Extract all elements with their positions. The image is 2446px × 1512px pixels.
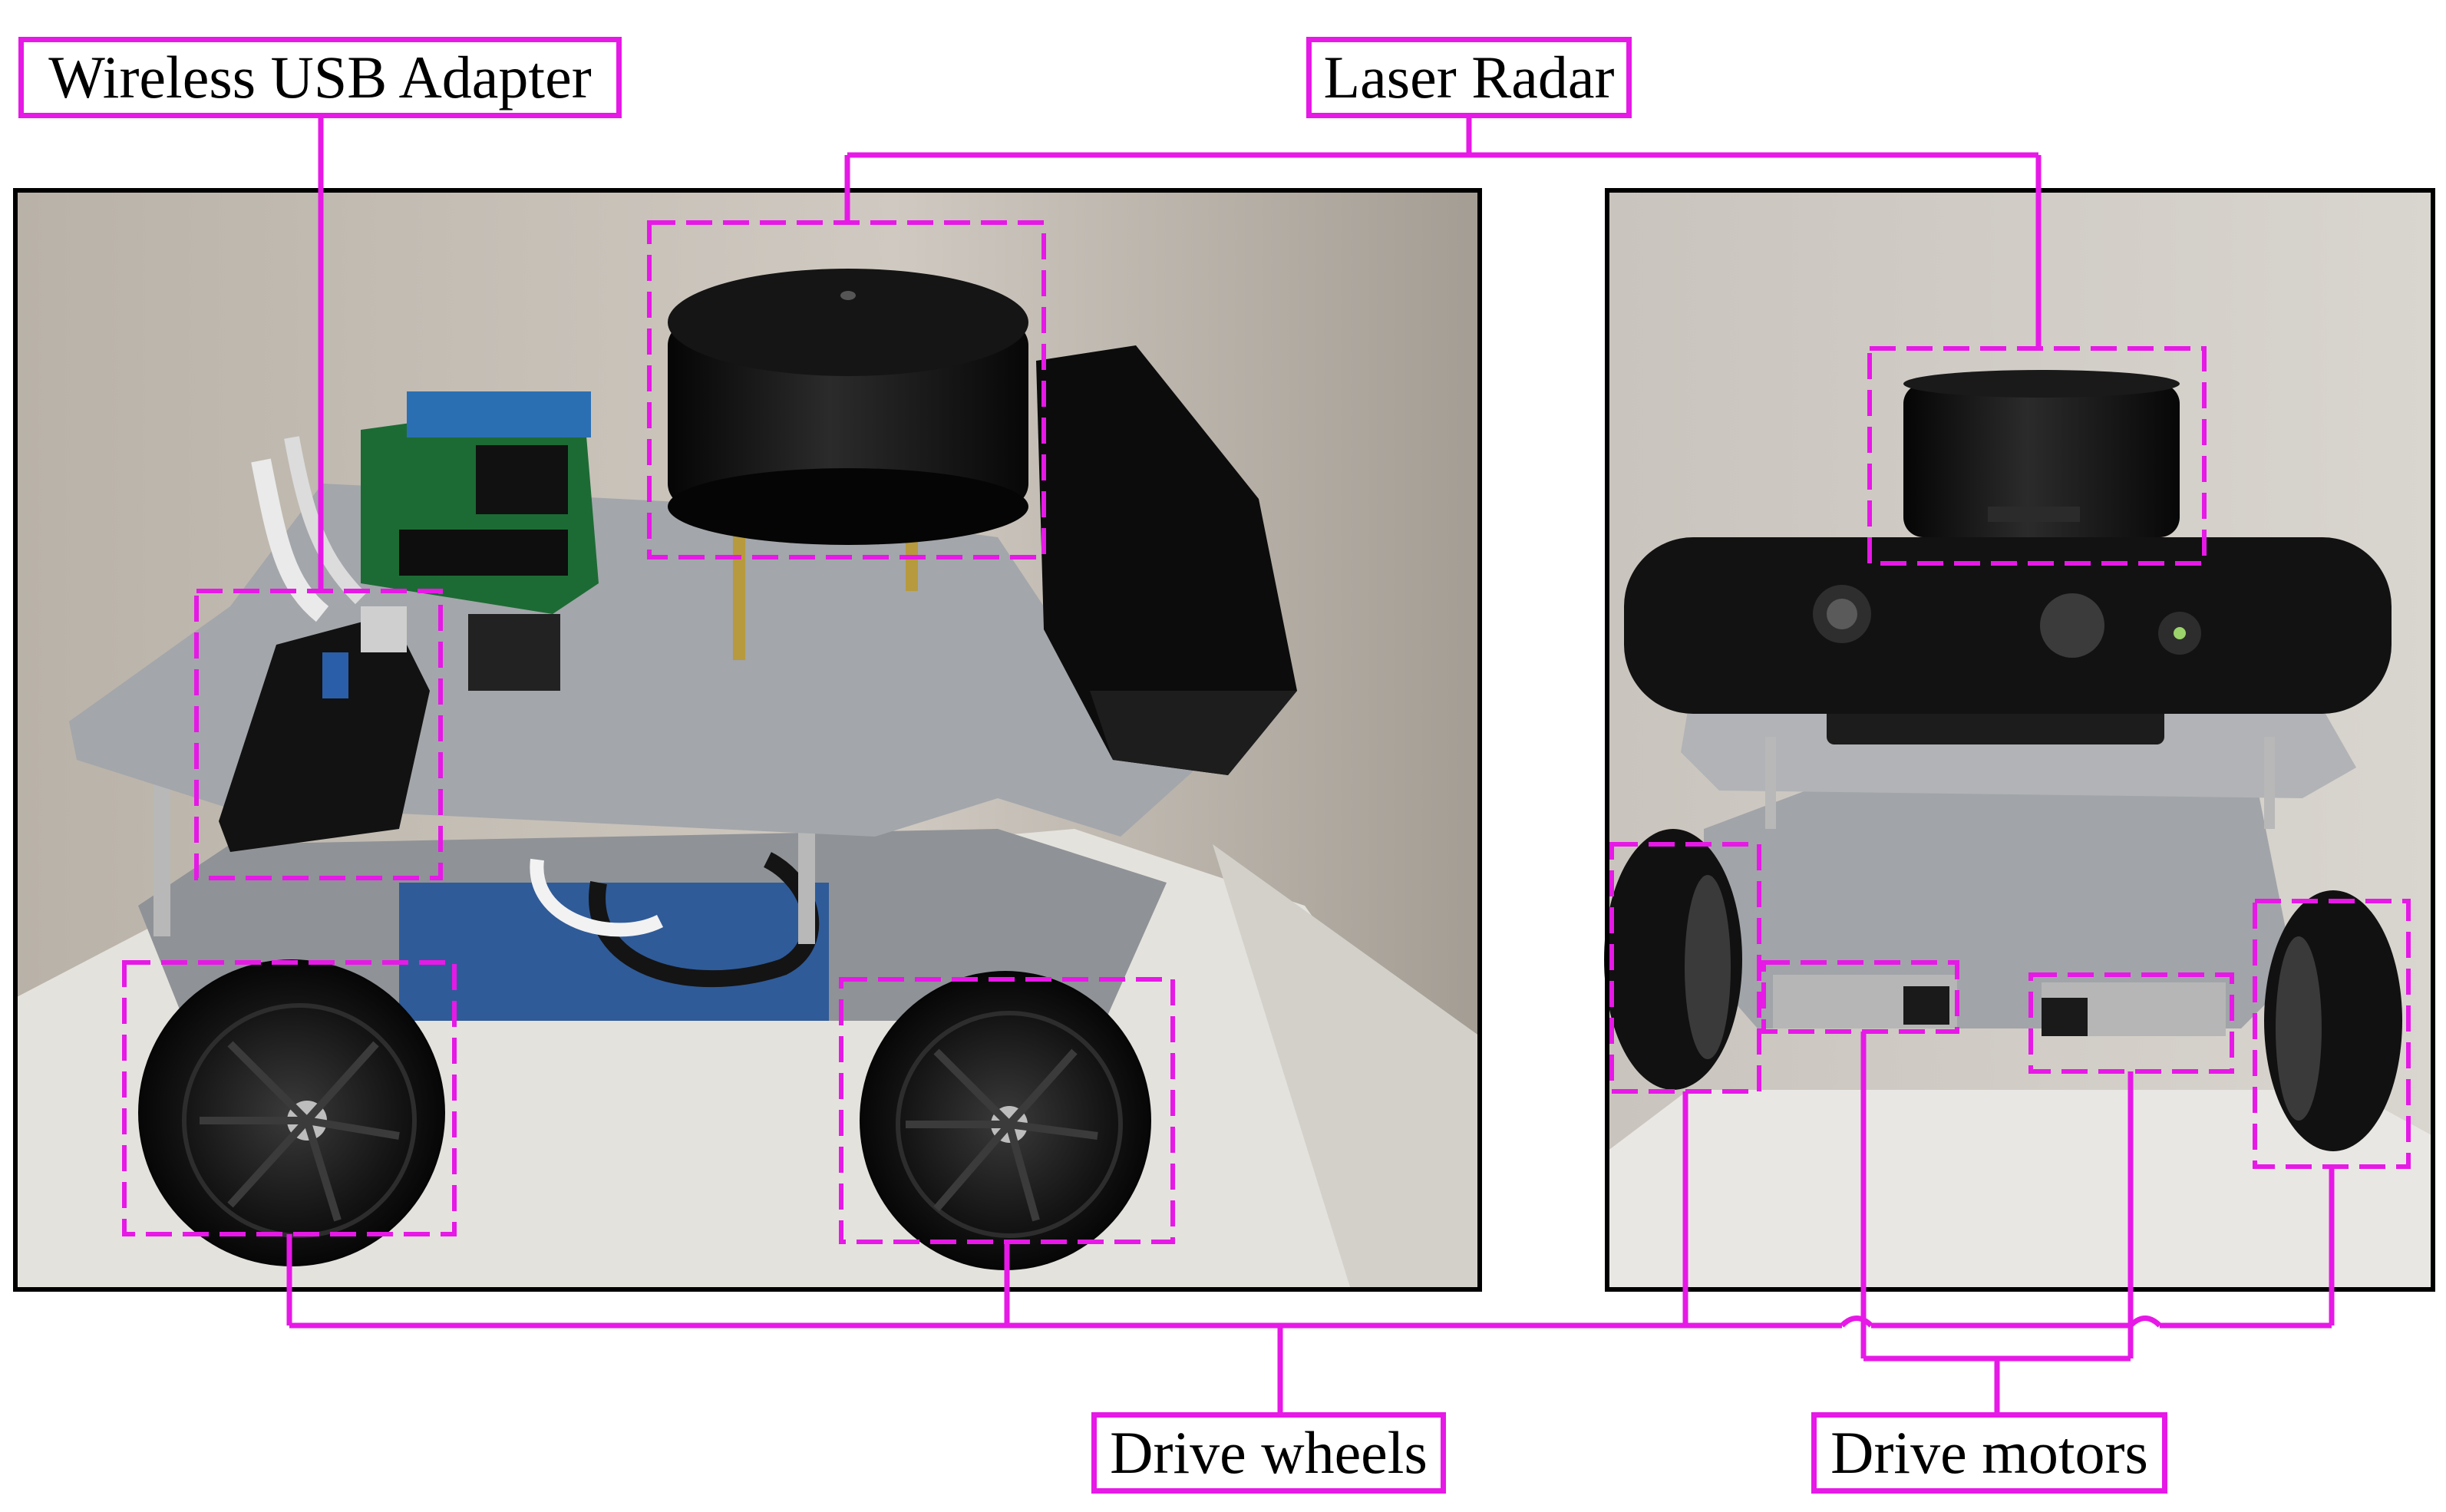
depth-camera xyxy=(1624,537,2392,714)
callout-box-motor-left xyxy=(1761,960,1959,1034)
lower-chassis-plate xyxy=(1704,783,2295,1028)
label-wireless-usb-adapter: Wireless USB Adapter xyxy=(18,37,622,118)
battery xyxy=(1036,345,1297,775)
wheel xyxy=(2264,890,2402,1151)
wheel xyxy=(138,959,445,1266)
usb-dongle xyxy=(219,606,430,852)
lidar-sensor xyxy=(668,269,1028,545)
leader-line-drive-motors xyxy=(1860,1032,2134,1412)
callout-box-wheel-rear xyxy=(122,960,457,1236)
leader-line-drive-wheels xyxy=(286,1091,2335,1412)
lidar-sensor xyxy=(1903,370,2180,537)
wheel xyxy=(860,971,1151,1270)
label-drive-motors: Drive motors xyxy=(1811,1412,2167,1494)
wheel xyxy=(1604,829,1742,1090)
label-drive-wheels: Drive wheels xyxy=(1091,1412,1446,1494)
label-laser-radar: Laser Radar xyxy=(1306,37,1632,118)
leader-line-laser-radar xyxy=(844,118,2042,348)
robot-side-photo xyxy=(13,188,1482,1292)
robot-front-photo xyxy=(1604,188,2435,1292)
